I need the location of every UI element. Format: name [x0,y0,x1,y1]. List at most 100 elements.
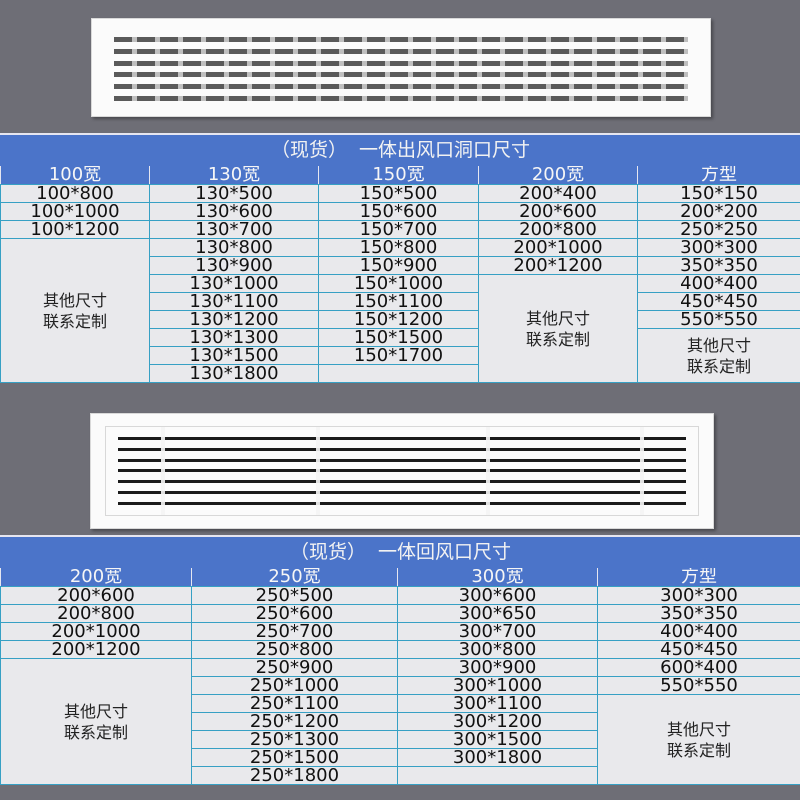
size-cell: 200*400 [478,184,638,203]
size-cell: 250*500 [191,586,398,605]
size-cell: 130*800 [149,238,319,257]
size-cell: 250*1500 [191,748,398,767]
size-cell: 300*300 [596,586,800,605]
size-cell: 300*1800 [397,748,598,767]
slat-divider [161,427,165,515]
col-header: 100宽 [0,165,150,185]
col-header: 方型 [637,165,800,185]
size-cell: 130*500 [149,184,319,203]
size-cell: 150*1700 [318,346,479,365]
col-header: 方型 [596,567,800,587]
grille-slat [118,491,686,494]
size-cell: 150*800 [318,238,479,257]
size-cell: 550*550 [596,676,800,695]
size-cell: 250*1100 [191,694,398,713]
size-cell: 150*600 [318,202,479,221]
size-cell: 300*900 [397,658,598,677]
grille-slot-row [114,84,688,89]
size-cell: 100*1200 [0,220,150,239]
size-cell: 250*700 [191,622,398,641]
size-cell: 300*600 [397,586,598,605]
size-cell: 300*650 [397,604,598,623]
size-cell: 200*1200 [478,256,638,275]
size-cell: 150*700 [318,220,479,239]
col-header: 200宽 [0,567,192,587]
grille-slat [118,448,686,451]
size-cell: 130*1100 [149,292,319,311]
supply-vent-image [91,18,711,117]
size-cell: 250*800 [191,640,398,659]
slat-divider [486,427,490,515]
size-cell: 250*900 [191,658,398,677]
return-vent-image [90,413,714,529]
size-cell: 300*300 [637,238,800,257]
supply-table-title: （现货）一体出风口洞口尺寸 [0,133,800,166]
grille-slot-row [114,72,688,77]
size-cell: 300*700 [397,622,598,641]
custom-size-note: 其他尺寸联系定制 [478,274,638,383]
return-size-table: （现货）一体回风口尺寸 200宽 250宽 300宽 方型 200*600 25… [0,535,800,785]
grille-slat [118,437,686,440]
size-cell: 250*1000 [191,676,398,695]
size-cell: 100*1000 [0,202,150,221]
grille-slot-row [114,49,688,54]
size-cell: 400*400 [596,622,800,641]
size-cell: 250*600 [191,604,398,623]
size-cell: 250*250 [637,220,800,239]
custom-size-note: 其他尺寸联系定制 [0,238,150,383]
size-cell: 450*450 [637,292,800,311]
size-cell: 200*1000 [0,622,192,641]
size-cell: 600*400 [596,658,800,677]
return-grille [105,426,699,516]
slat-divider [640,427,644,515]
grille-slot-row [114,61,688,66]
grille-slat [118,480,686,483]
size-cell: 550*550 [637,310,800,329]
custom-size-note: 其他尺寸联系定制 [637,328,800,383]
size-cell: 130*1300 [149,328,319,347]
size-cell: 300*1200 [397,712,598,731]
grille-slot-row [114,37,688,42]
size-cell: 150*900 [318,256,479,275]
grille-slat [118,469,686,472]
grille-slat [118,502,686,505]
size-cell: 200*600 [478,202,638,221]
size-cell: 300*800 [397,640,598,659]
col-header: 130宽 [149,165,319,185]
supply-size-table: （现货）一体出风口洞口尺寸 100宽 130宽 150宽 200宽 方型 100… [0,133,800,383]
grille-slot-row [114,96,688,101]
col-header: 200宽 [478,165,638,185]
return-table-title: （现货）一体回风口尺寸 [0,535,800,568]
size-cell: 200*800 [478,220,638,239]
size-cell: 450*450 [596,640,800,659]
size-cell: 150*1000 [318,274,479,293]
size-cell: 130*1000 [149,274,319,293]
size-cell: 250*1200 [191,712,398,731]
size-cell: 200*600 [0,586,192,605]
size-cell: 150*500 [318,184,479,203]
custom-size-note: 其他尺寸联系定制 [0,658,192,785]
size-cell: 250*1300 [191,730,398,749]
size-cell: 200*1200 [0,640,192,659]
size-cell: 400*400 [637,274,800,293]
size-cell: 300*1500 [397,730,598,749]
size-cell: 130*600 [149,202,319,221]
size-cell: 150*1500 [318,328,479,347]
size-cell: 200*800 [0,604,192,623]
col-header: 150宽 [318,165,479,185]
size-cell: 150*1100 [318,292,479,311]
col-header: 250宽 [191,567,398,587]
size-cell: 350*350 [596,604,800,623]
size-cell: 130*900 [149,256,319,275]
size-cell: 100*800 [0,184,150,203]
size-cell: 300*1100 [397,694,598,713]
size-cell: 200*1000 [478,238,638,257]
custom-size-note: 其他尺寸联系定制 [596,694,800,785]
size-cell: 150*1200 [318,310,479,329]
size-cell: 130*1500 [149,346,319,365]
size-cell [318,364,479,383]
grille-slat [118,459,686,462]
size-cell: 130*1800 [149,364,319,383]
size-cell: 250*1800 [191,766,398,785]
size-cell: 200*200 [637,202,800,221]
